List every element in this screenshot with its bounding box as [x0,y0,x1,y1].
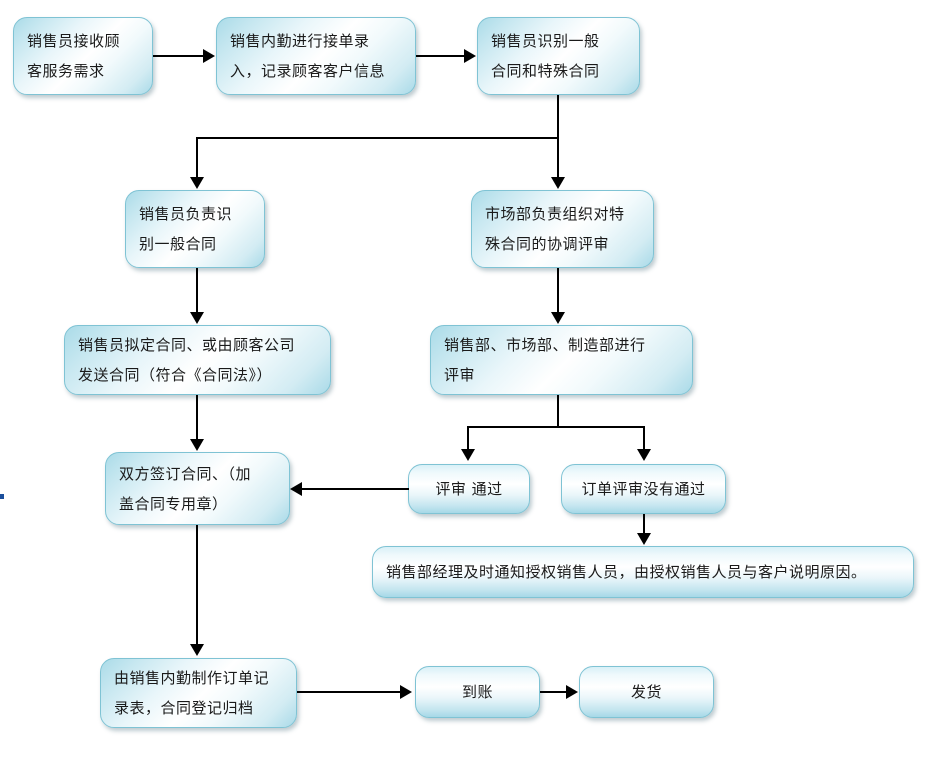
node-n6[interactable]: 销售员拟定合同、或由顾客公司 发送合同（符合《合同法》） [64,325,331,395]
edge-n9-n8-line [302,488,409,490]
edge-n2-n3-line [416,55,466,57]
edge-n5-n7-arrowhead [551,312,565,324]
node-n12[interactable]: 由销售内勤制作订单记 录表，合同登记归档 [100,658,297,728]
node-label: 到账 [461,683,493,701]
node-label: 销售内勤进行接单录 入，记录顾客客户信息 [230,32,386,80]
node-n8[interactable]: 双方签订合同、（加 盖合同专用章） [105,452,290,525]
node-n5[interactable]: 市场部负责组织对特 殊合同的协调评审 [471,190,654,268]
edge-n7-bus-drop [557,395,559,428]
node-label: 发货 [630,683,662,701]
node-label: 销售员识别一般 合同和特殊合同 [491,32,600,80]
node-n4[interactable]: 销售员负责识 别一般合同 [125,190,265,268]
edge-n5-n7-line [557,268,559,314]
node-n7[interactable]: 销售部、市场部、制造部进行 评审 [430,325,693,395]
node-n10[interactable]: 订单评审没有通过 [561,464,726,514]
edge-n9-n8-arrowhead [290,482,302,496]
edge-n12-n13-arrowhead [400,685,412,699]
edge-n10-n11-arrowhead [637,533,651,545]
edge-n1-n2-line [153,55,205,57]
edge-n1-n2-arrowhead [203,49,215,63]
edge-bus-n10-arrowhead [637,449,651,461]
node-n3[interactable]: 销售员识别一般 合同和特殊合同 [477,17,640,95]
edge-n3-bus-drop [557,95,559,139]
node-n2[interactable]: 销售内勤进行接单录 入，记录顾客客户信息 [216,17,416,95]
node-label: 销售员接收顾 客服务需求 [27,32,121,80]
edge-n8-n12-line [196,525,198,645]
node-label: 订单评审没有通过 [581,480,706,498]
edge-bus-n10-line [643,426,645,451]
edge-bus-n9-line [467,426,469,451]
node-label: 评审 通过 [435,480,503,498]
node-n14[interactable]: 发货 [579,666,714,718]
node-n13[interactable]: 到账 [415,666,540,718]
edge-n2-n3-arrowhead [464,49,476,63]
edge-n10-n11-line [643,514,645,536]
edge-artifact-speck [0,494,4,499]
node-n11[interactable]: 销售部经理及时通知授权销售人员，由授权销售人员与客户说明原因。 [372,546,914,598]
edge-bus-n4-line [196,137,198,179]
edge-n13-n14-arrowhead [566,685,578,699]
node-n9[interactable]: 评审 通过 [408,464,530,514]
node-n1[interactable]: 销售员接收顾 客服务需求 [13,17,153,95]
edge-bus-n5-arrowhead [551,177,565,189]
node-label: 由销售内勤制作订单记 录表，合同登记归档 [114,669,270,717]
edge-n6-n8-line [196,395,198,441]
node-label: 销售部经理及时通知授权销售人员，由授权销售人员与客户说明原因。 [386,563,867,581]
node-label: 市场部负责组织对特 殊合同的协调评审 [485,205,625,253]
edge-n8-n12-arrowhead [190,644,204,656]
edge-n6-n8-arrowhead [190,439,204,451]
edge-n12-n13-line [297,691,402,693]
node-label: 销售员负责识 别一般合同 [139,205,233,253]
edge-bus-n4-arrowhead [190,177,204,189]
edge-bus-n5-line [557,137,559,179]
edge-n4-n6-arrowhead [190,312,204,324]
node-label: 销售部、市场部、制造部进行 评审 [444,336,646,384]
edge-bus-n9-arrowhead [461,449,475,461]
edge-n3-bus-horizontal [196,137,559,139]
node-label: 销售员拟定合同、或由顾客公司 发送合同（符合《合同法》） [78,336,296,384]
edge-n13-n14-line [540,691,568,693]
edge-n7-bus-horizontal [467,426,645,428]
edge-n4-n6-line [196,268,198,314]
node-label: 双方签订合同、（加 盖合同专用章） [119,464,252,513]
